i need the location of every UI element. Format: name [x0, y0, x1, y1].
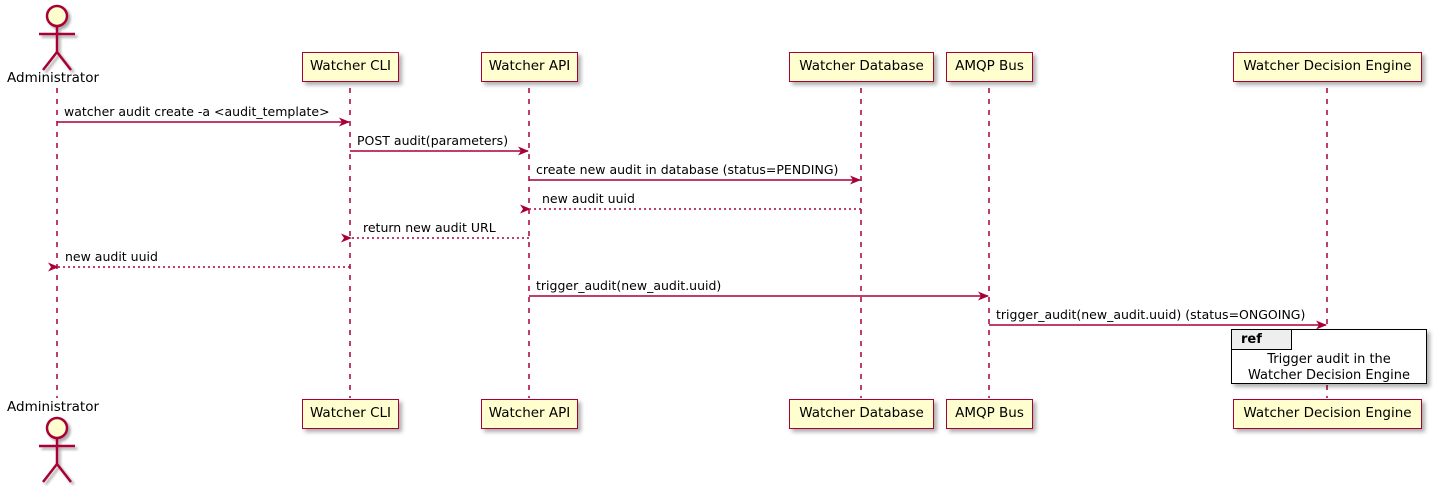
participant-header-watcher-database[interactable]: Watcher Database — [789, 52, 934, 82]
message-label-m2: POST audit(parameters) — [357, 133, 509, 148]
participant-footer-watcher-cli[interactable]: Watcher CLI — [302, 399, 399, 429]
message-label-m3: create new audit in database (status=PEN… — [536, 162, 839, 177]
participant-footer-amqp-bus[interactable]: AMQP Bus — [946, 399, 1033, 429]
message-label-m8: trigger_audit(new_audit.uuid) (status=ON… — [996, 307, 1306, 322]
participant-header-amqp-bus[interactable]: AMQP Bus — [946, 52, 1033, 82]
participant-footer-watcher-database[interactable]: Watcher Database — [789, 399, 934, 429]
ref-fragment-tag-label: ref — [1241, 332, 1262, 347]
lifelines-group — [56, 88, 1328, 398]
message-label-m5: return new audit URL — [363, 220, 496, 235]
participant-footer-watcher-api[interactable]: Watcher API — [481, 399, 578, 429]
messages-group — [48, 117, 1327, 330]
ref-fragment-line-1: Trigger audit in the — [1267, 352, 1391, 367]
message-label-m4: new audit uuid — [542, 191, 635, 206]
participant-footer-watcher-decision-engine[interactable]: Watcher Decision Engine — [1233, 399, 1422, 429]
actor-administrator-top — [39, 4, 75, 71]
participant-header-watcher-cli[interactable]: Watcher CLI — [302, 52, 399, 82]
message-label-m6: new audit uuid — [65, 249, 158, 264]
ref-fragment-line-2: Watcher Decision Engine — [1248, 368, 1410, 384]
ref-fragment[interactable]: ref Trigger audit in the Watcher Decisio… — [1231, 329, 1427, 384]
actor-label-administrator-top: Administrator — [7, 70, 100, 86]
actor-label-administrator-bottom: Administrator — [7, 399, 100, 415]
message-label-m1: watcher audit create -a <audit_template> — [64, 104, 330, 119]
participant-header-watcher-decision-engine[interactable]: Watcher Decision Engine — [1233, 52, 1422, 82]
ref-fragment-body: Trigger audit in the Watcher Decision En… — [1232, 352, 1426, 385]
message-label-m7: trigger_audit(new_audit.uuid) — [536, 278, 722, 293]
participant-header-watcher-api[interactable]: Watcher API — [481, 52, 578, 82]
ref-fragment-tag — [1232, 330, 1292, 350]
actor-administrator-bottom — [39, 416, 75, 483]
